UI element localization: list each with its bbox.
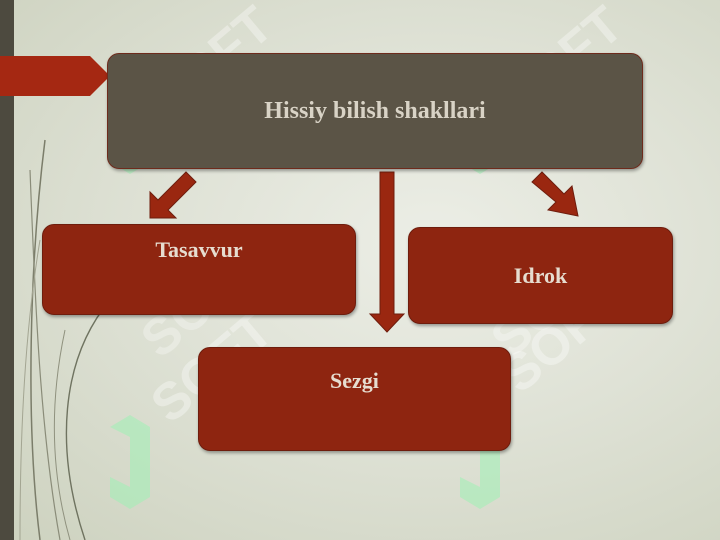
- title-label: Hissiy bilish shakllari: [264, 97, 486, 124]
- arrow-to-sezgi: [368, 171, 406, 333]
- arrow-to-tasavvur: [149, 171, 197, 219]
- title-box: Hissiy bilish shakllari: [107, 53, 643, 169]
- node-label: Idrok: [513, 262, 568, 288]
- node-sezgi: Sezgi: [198, 347, 511, 451]
- left-decor-band: [0, 0, 14, 540]
- node-label: Sezgi: [330, 368, 379, 393]
- node-idrok: Idrok: [408, 227, 673, 324]
- node-tasavvur: Tasavvur: [42, 224, 356, 315]
- arrow-to-idrok: [531, 171, 579, 217]
- node-label: Tasavvur: [155, 237, 243, 262]
- accent-tab: [0, 56, 110, 96]
